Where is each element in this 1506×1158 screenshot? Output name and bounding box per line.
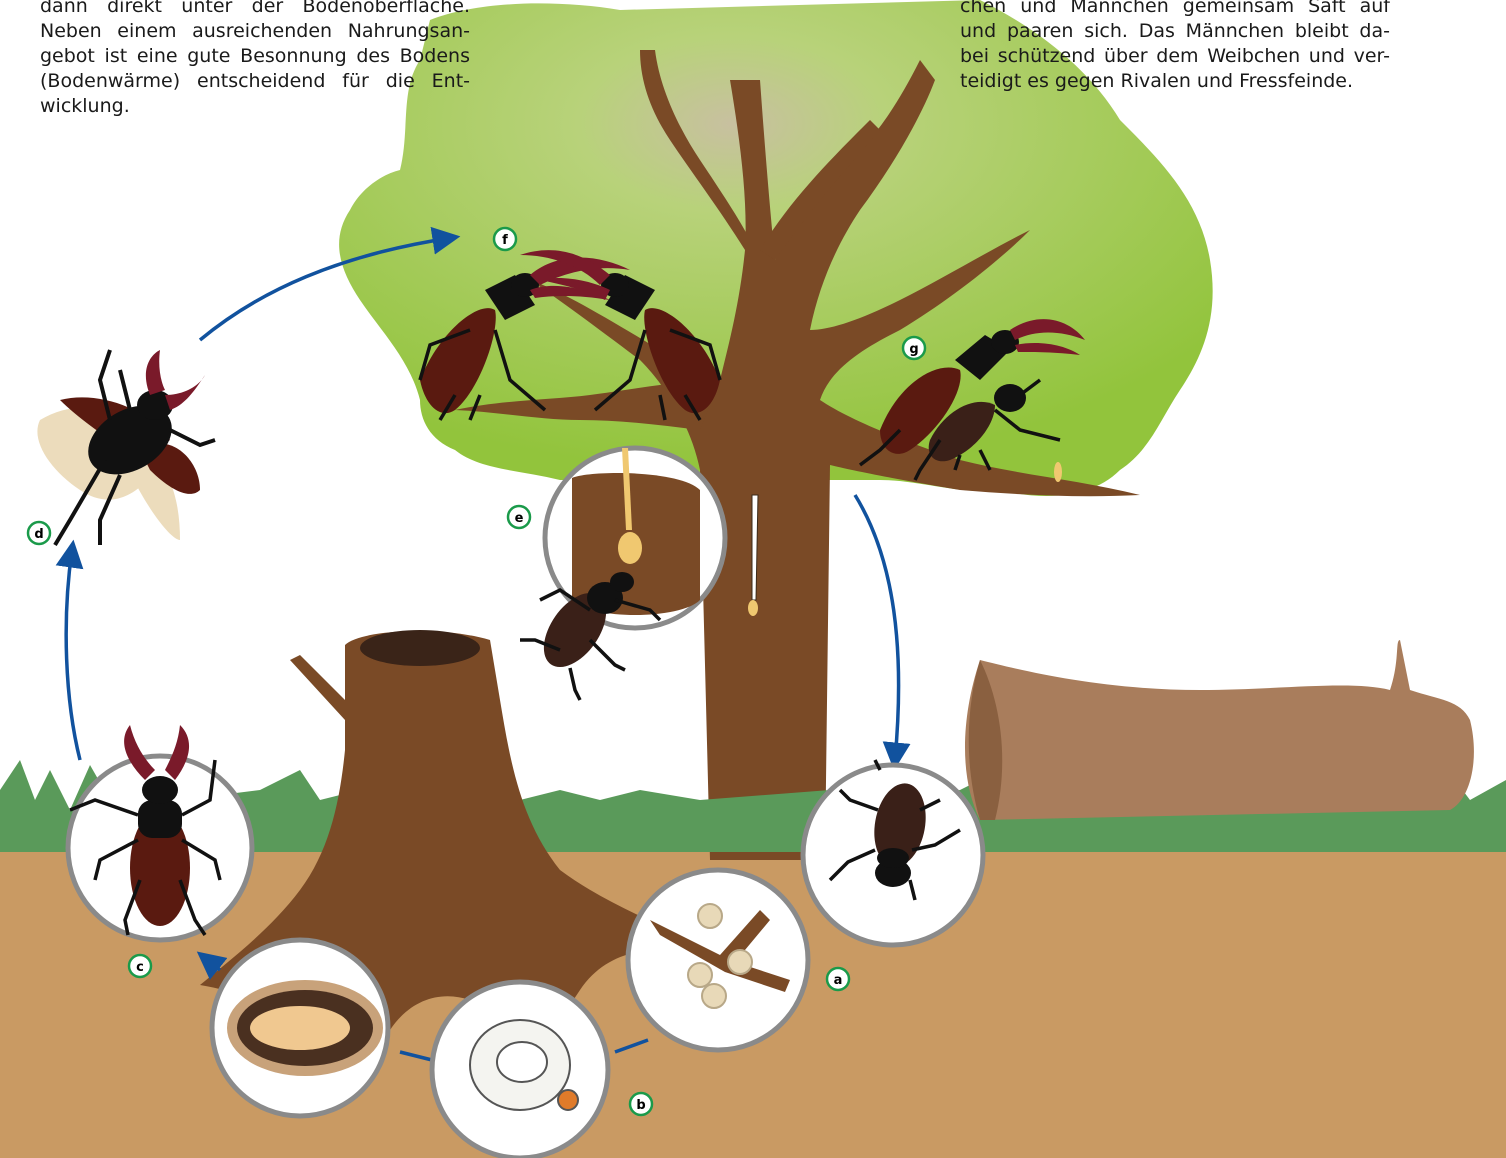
- text-block-left: dann direkt unter der Bodenoberfläche. N…: [40, 0, 470, 119]
- text-block-right: chen und Männchen gemeinsam Saft auf und…: [960, 0, 1390, 94]
- svg-text:c: c: [136, 960, 144, 975]
- text-line: bei schützend über dem Weibchen und ver-: [960, 44, 1390, 69]
- stage-label-c: c: [129, 955, 151, 977]
- inset-larva: [432, 982, 608, 1158]
- egg: [702, 984, 726, 1008]
- text-line: Neben einem ausreichenden Nahrungsan-: [40, 19, 470, 44]
- svg-text:d: d: [34, 527, 43, 542]
- stage-label-g: g: [903, 337, 925, 359]
- stage-label-f: f: [494, 228, 516, 250]
- beetle-flying-d: [37, 350, 215, 545]
- text-line: chen und Männchen gemeinsam Saft auf: [960, 0, 1390, 19]
- text-line: teidigt es gegen Rivalen und Fressfeinde…: [960, 69, 1390, 94]
- inset-eggs: [628, 870, 808, 1050]
- stage-label-b: b: [630, 1093, 652, 1115]
- text-line: gebot ist eine gute Besonnung des Bodens: [40, 44, 470, 69]
- stage-label-a: a: [827, 968, 849, 990]
- svg-text:b: b: [636, 1098, 645, 1113]
- fallen-log: [965, 640, 1474, 820]
- stage-label-e: e: [508, 506, 530, 528]
- egg: [728, 950, 752, 974]
- egg: [688, 963, 712, 987]
- text-line: wicklung.: [40, 94, 470, 119]
- svg-text:f: f: [502, 233, 508, 248]
- svg-text:a: a: [834, 973, 843, 988]
- text-line: dann direkt unter der Bodenoberfläche.: [40, 0, 470, 19]
- arrow-g-to-a: [855, 495, 899, 760]
- text-line: (Bodenwärme) entscheidend für die Ent-: [40, 69, 470, 94]
- stage-label-d: d: [28, 522, 50, 544]
- text-line: und paaren sich. Das Männchen bleibt da-: [960, 19, 1390, 44]
- inset-pupa: [212, 940, 388, 1116]
- egg: [698, 904, 722, 928]
- arrow-c-to-d: [66, 550, 80, 760]
- svg-text:e: e: [515, 511, 524, 526]
- svg-text:g: g: [909, 342, 918, 357]
